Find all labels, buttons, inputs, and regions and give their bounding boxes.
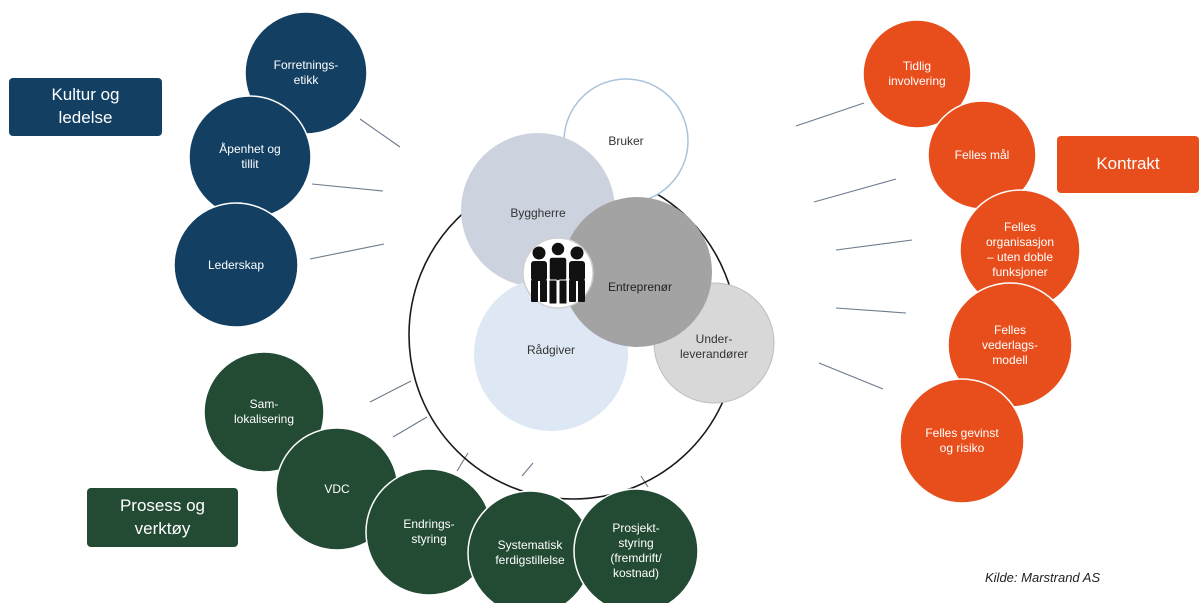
connector-line-1 bbox=[359, 118, 401, 148]
stakeholder-circles bbox=[461, 78, 775, 431]
connector-line-6 bbox=[456, 452, 469, 472]
underleverandorer-label: Under- leverandører bbox=[679, 332, 749, 361]
connector-line-12 bbox=[835, 307, 907, 314]
kontrakt-label-3: Felles organisasjon – uten doble funksjo… bbox=[985, 220, 1055, 279]
kontrakt-box: Kontrakt bbox=[1057, 136, 1199, 193]
kontrakt-label-5: Felles gevinst og risiko bbox=[925, 426, 999, 455]
prosess-og-verktoy-box: Prosess og verktøy bbox=[87, 488, 238, 547]
prosess-label-3: Endrings- styring bbox=[403, 517, 455, 546]
kultur-label-1: Forretnings- etikk bbox=[273, 58, 339, 87]
kultur-og-ledelse-box: Kultur og ledelse bbox=[9, 78, 162, 136]
kultur-label-2: Åpenhet og tillit bbox=[219, 142, 281, 171]
kontrakt-circle-1 bbox=[862, 19, 972, 129]
bruker-label: Bruker bbox=[608, 133, 644, 148]
connector-line-7 bbox=[521, 462, 534, 477]
connector-lines bbox=[309, 102, 913, 488]
prosess-label-5: Prosjekt- styring (fremdrift/ kostnad) bbox=[610, 521, 662, 580]
connector-line-8 bbox=[640, 475, 649, 488]
connector-line-5 bbox=[392, 416, 428, 438]
connector-line-10 bbox=[813, 178, 897, 203]
prosess-label-2: VDC bbox=[324, 481, 350, 496]
prosess-label-4: Systematisk ferdigstillelse bbox=[495, 538, 565, 567]
entreprenor-label: Entreprenør bbox=[607, 279, 673, 294]
radgiver-label: Rådgiver bbox=[526, 342, 576, 357]
kontrakt-label-4: Felles vederlags- modell bbox=[981, 322, 1039, 367]
prosess-circle-1 bbox=[203, 351, 325, 473]
prosess-circle-5 bbox=[573, 488, 699, 603]
kultur-circle-3 bbox=[173, 202, 299, 328]
connector-line-13 bbox=[818, 362, 884, 390]
connector-line-2 bbox=[311, 183, 384, 192]
connector-line-9 bbox=[795, 102, 865, 127]
prosess-label-1: Sam- lokalisering bbox=[233, 397, 295, 426]
connector-line-3 bbox=[309, 243, 385, 260]
source-credit: Kilde: Marstrand AS bbox=[985, 570, 1101, 585]
connector-line-4 bbox=[369, 380, 412, 403]
kultur-label-3: Lederskap bbox=[207, 257, 265, 272]
byggherre-label: Byggherre bbox=[510, 205, 566, 220]
connector-line-11 bbox=[835, 239, 913, 251]
kontrakt-label-1: Tidlig involvering bbox=[888, 59, 946, 88]
entreprenor-circle bbox=[562, 197, 712, 347]
kontrakt-circle-5 bbox=[899, 378, 1025, 504]
people-group-icon bbox=[522, 237, 594, 309]
satellite-circles bbox=[173, 11, 1081, 603]
kontrakt-label-2: Felles mål bbox=[954, 147, 1010, 162]
